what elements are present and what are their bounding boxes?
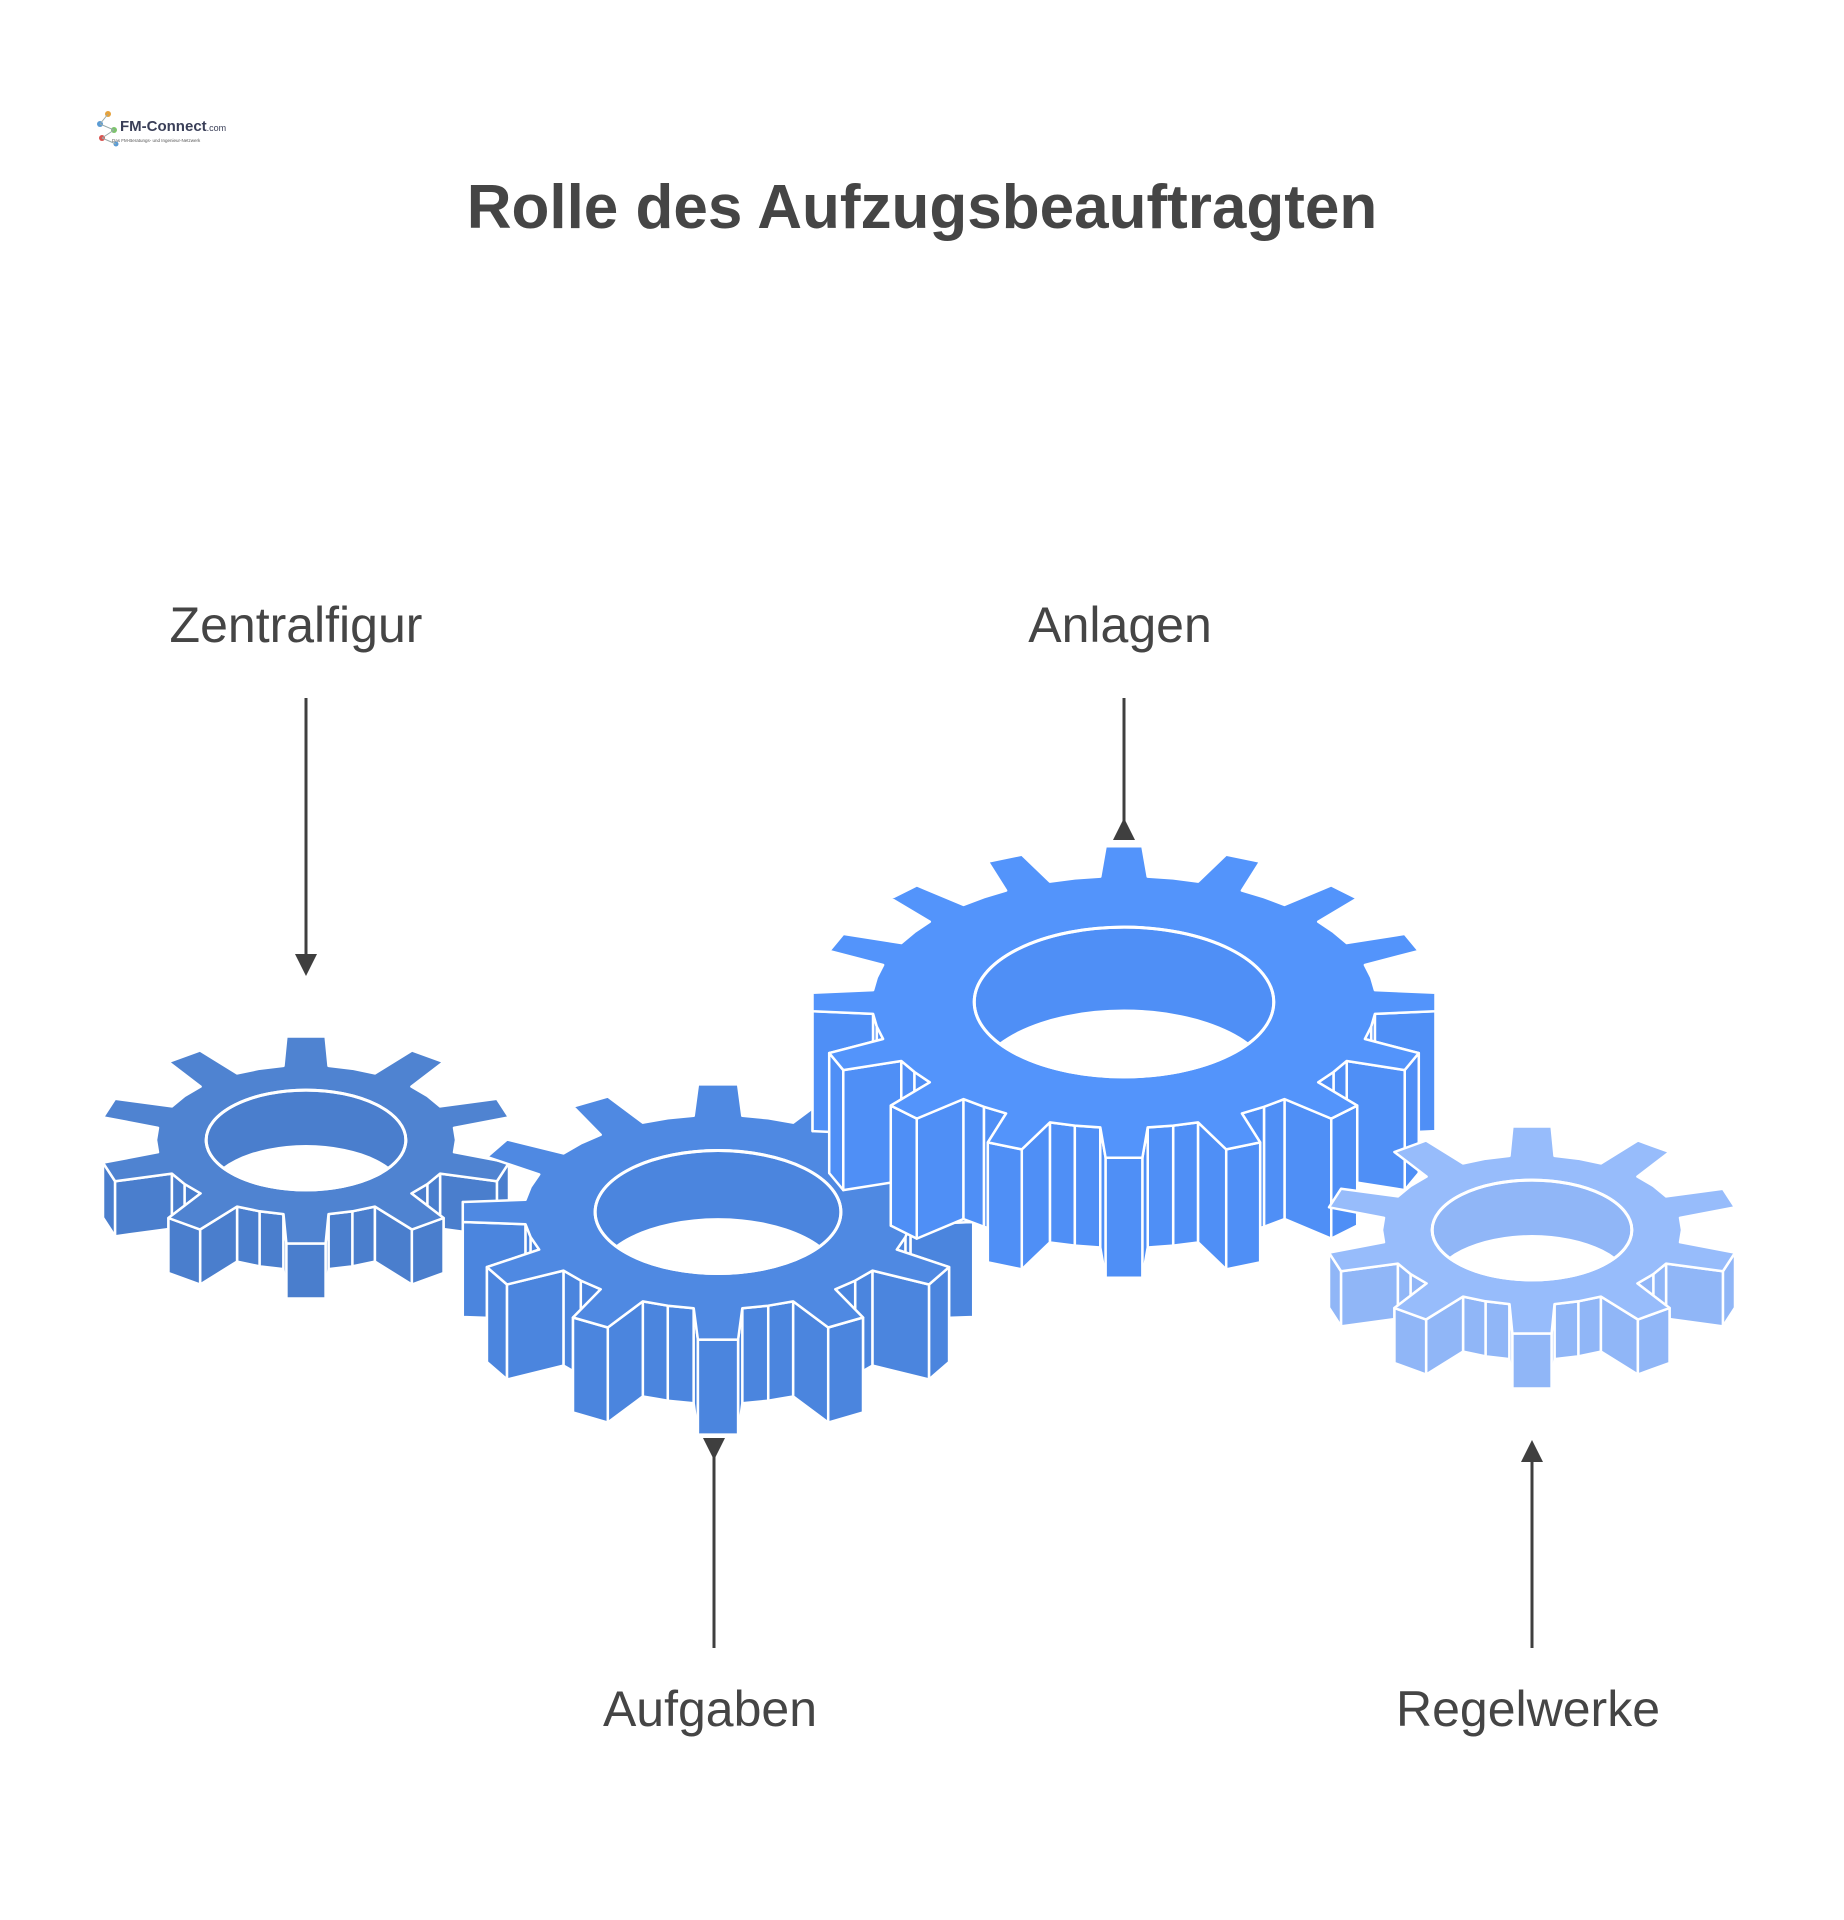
arrow-zentralfigur (295, 698, 317, 976)
logo-wordmark: FM-Connect.com (120, 118, 226, 135)
gear-side-face (1339, 1262, 1400, 1328)
arrow-aufgaben (1113, 698, 1135, 840)
arrow-head (1113, 818, 1135, 840)
gear-side-face (1283, 1097, 1333, 1240)
gear-side-face (871, 1269, 931, 1381)
gear-zentralfigur (101, 1035, 511, 1300)
gear-side-face (235, 1205, 261, 1268)
gear-side-face (571, 1316, 610, 1424)
gear-side-face (696, 1338, 740, 1436)
logo-tagline: Das FM-Beratungs- und Ingenieur-Netzwerk (112, 138, 201, 143)
gear-hole-rim (204, 1088, 408, 1192)
gear-side-face (986, 1141, 1024, 1271)
label-regelwerke: Regelwerke (1395, 1681, 1661, 1737)
gear-aufgaben (461, 1083, 975, 1436)
arrow-head (1521, 1440, 1543, 1462)
gear-side-face (827, 1051, 845, 1192)
page-title: Rolle des Aufzugsbeauftragten (466, 173, 1378, 242)
gear-side-face (1511, 1332, 1553, 1390)
gear-side-face (505, 1269, 565, 1381)
label-anlagen: Anlagen (1028, 597, 1212, 653)
gear-anlagen (811, 845, 1437, 1279)
gear-side-face (1048, 1121, 1077, 1247)
logo-emblem (97, 111, 119, 147)
arrow-regelwerke (1521, 1440, 1543, 1648)
gear-side-face (327, 1210, 354, 1271)
arrow-layer (295, 698, 1543, 1648)
gear-side-face (927, 1265, 951, 1381)
gear-regelwerke (1327, 1125, 1737, 1390)
logo-domain: .com (206, 123, 227, 133)
gear-hole-rim (1430, 1178, 1634, 1282)
arrow-anlagen (703, 1438, 725, 1648)
gear-side-face (351, 1205, 377, 1268)
gear-hole-wall (596, 1152, 840, 1272)
gear-side-face (826, 1316, 865, 1424)
gear-side-face (666, 1304, 695, 1405)
gear-layer (101, 845, 1737, 1436)
gear-side-face (889, 1104, 919, 1240)
gear-hole-wall (207, 1091, 405, 1189)
arrow-head (703, 1438, 725, 1460)
logo (92, 104, 202, 154)
gear-side-face (915, 1097, 965, 1240)
gear-side-face (1330, 1104, 1359, 1240)
gear-side-face (485, 1265, 509, 1381)
gear-side-face (1146, 1124, 1175, 1249)
label-aufgaben: Aufgaben (602, 1681, 818, 1737)
gear-side-face (285, 1242, 327, 1300)
arrow-head (295, 954, 317, 976)
gear-hole-rim (972, 925, 1276, 1079)
gear-side-face (1073, 1124, 1102, 1249)
gear-side-face (1224, 1141, 1262, 1271)
gear-side-face (1104, 1156, 1144, 1279)
gear-hole-wall (975, 928, 1273, 1076)
gear-side-face (258, 1210, 285, 1271)
gear-side-face (766, 1300, 795, 1402)
gear-side-face (113, 1172, 174, 1238)
logo-name: FM-Connect (120, 118, 207, 135)
gear-side-face (1577, 1295, 1603, 1358)
gear-side-face (741, 1304, 770, 1405)
gear-hole-rim (593, 1149, 843, 1275)
label-zentralfigur: Zentralfigur (169, 597, 423, 653)
gear-side-face (1171, 1121, 1200, 1247)
gear-side-face (1484, 1300, 1511, 1361)
gear-side-face (1262, 1097, 1286, 1229)
gear-hole-wall (1433, 1181, 1631, 1279)
gear-side-face (1553, 1300, 1580, 1361)
gear-side-face (1664, 1262, 1725, 1328)
gear-side-face (962, 1097, 986, 1229)
gear-side-face (1461, 1295, 1487, 1358)
gear-side-face (641, 1300, 670, 1402)
